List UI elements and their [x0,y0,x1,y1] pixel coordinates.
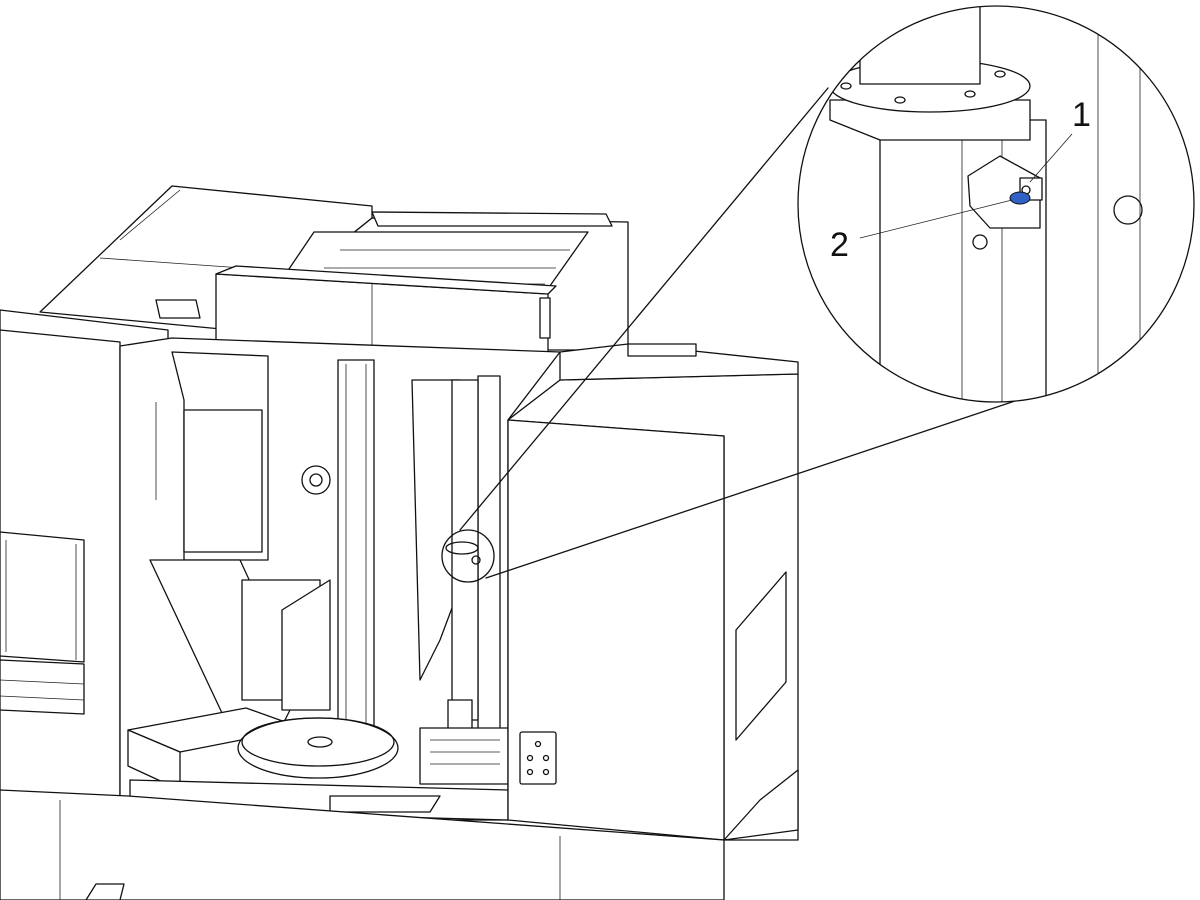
detail-source-circle [441,87,1043,583]
callout-2-label: 2 [830,226,849,264]
right-enclosure [507,343,799,841]
spindle-cover [215,265,557,353]
detail-magnified-view [797,5,1195,403]
callout-1: 1 [1029,96,1091,183]
work-area [119,337,561,821]
left-enclosure [0,309,169,801]
callout-2: 2 [830,199,1013,264]
machine-base [0,789,725,900]
callout-1-label: 1 [1072,96,1091,134]
